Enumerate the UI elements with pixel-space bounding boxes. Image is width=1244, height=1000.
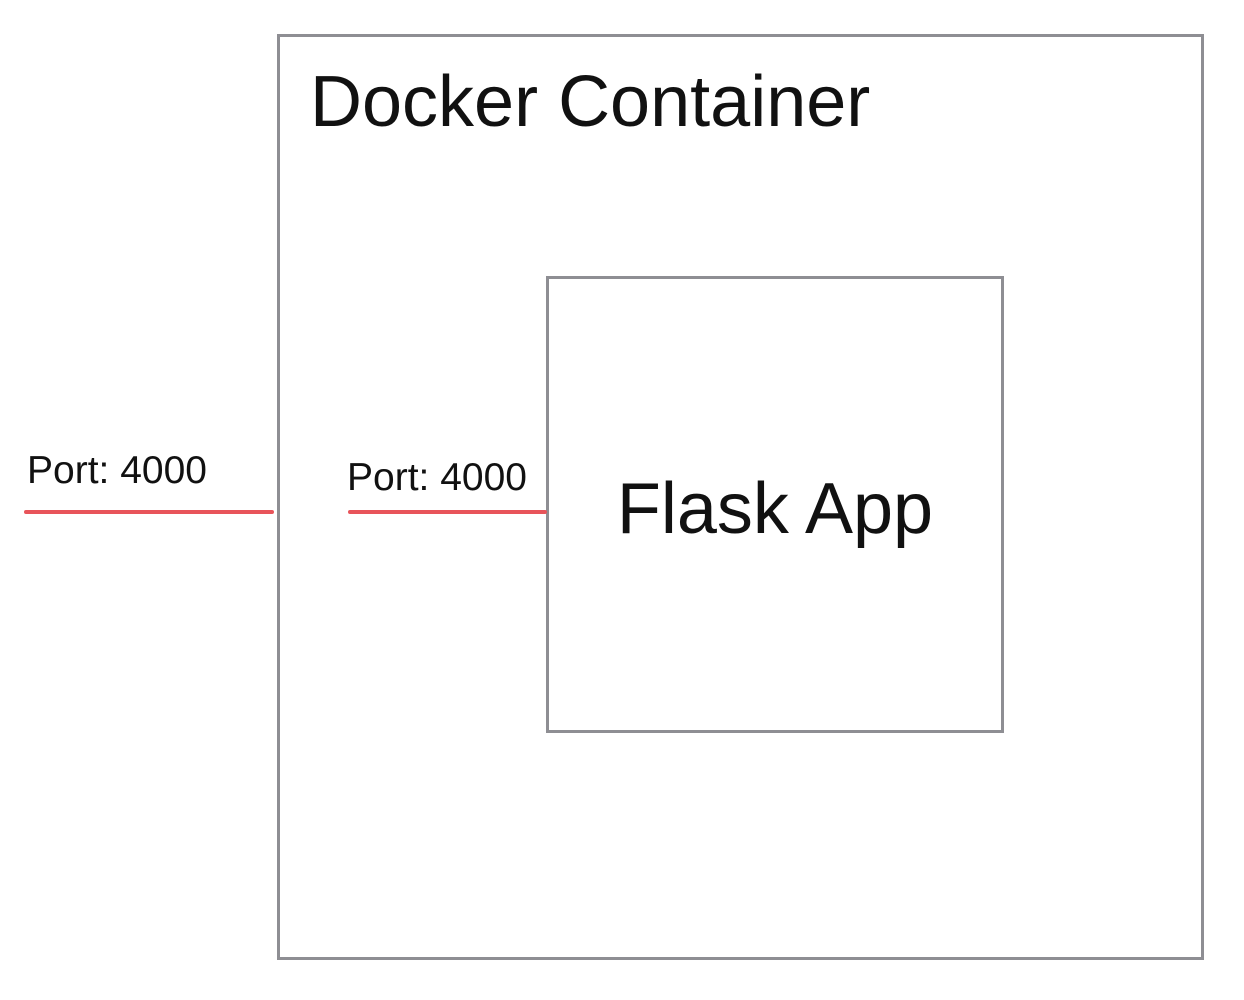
inner-port-line xyxy=(348,510,547,514)
docker-container-title: Docker Container xyxy=(310,62,871,142)
outer-port-line xyxy=(24,510,274,514)
flask-app-label: Flask App xyxy=(616,469,934,549)
inner-port-label: Port: 4000 xyxy=(347,456,527,499)
outer-port-label: Port: 4000 xyxy=(27,449,207,492)
flask-app-box: Flask App xyxy=(546,276,1004,733)
docker-container-box xyxy=(277,34,1204,960)
